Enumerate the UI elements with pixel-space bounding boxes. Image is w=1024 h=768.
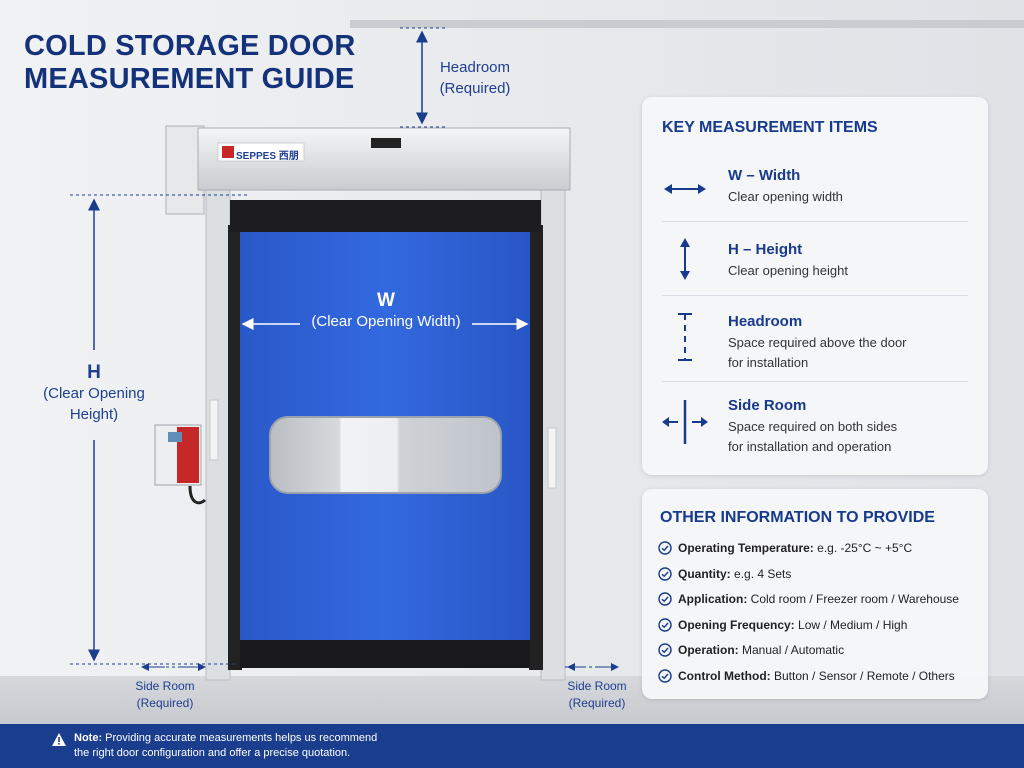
footer-note: Note: Providing accurate measurements he… <box>74 731 674 761</box>
check-circle-icon <box>658 541 672 555</box>
divider-2 <box>662 295 968 296</box>
item-height-title: H – Height <box>728 241 803 258</box>
info-row-label: Operation: <box>678 643 739 657</box>
title-line-2: MEASUREMENT GUIDE <box>24 63 355 95</box>
item-side-room-desc: Space required on both sides for install… <box>728 417 978 457</box>
brand-label: SEPPES 西朋 <box>236 151 299 162</box>
side-room-icon <box>662 400 708 444</box>
footer-note-bar: Note: Providing accurate measurements he… <box>0 724 1024 768</box>
width-letter: W <box>377 290 395 311</box>
footer-note-line-1: Note: Providing accurate measurements he… <box>74 731 674 746</box>
headroom-line-2: (Required) <box>439 80 511 97</box>
item-width-desc: Clear opening width <box>728 189 843 204</box>
item-side-room-desc-2: for installation and operation <box>728 439 892 454</box>
info-row-label: Quantity: <box>678 566 731 581</box>
side-room-right-line-2: (Required) <box>568 696 626 710</box>
info-row-label: Operating Temperature: <box>678 541 814 555</box>
height-line-2: Height) <box>69 406 119 423</box>
check-circle-icon <box>658 668 672 683</box>
item-side-room-title: Side Room <box>728 397 807 414</box>
divider-1 <box>662 221 968 222</box>
headroom-label: Headroom (Required) <box>432 57 518 99</box>
info-row-label: Opening Frequency: <box>678 617 795 632</box>
item-height: H – Height Clear opening height <box>642 237 988 297</box>
info-row-value: Cold room / Freezer room / Warehouse <box>750 592 959 606</box>
info-row-label: Control Method: <box>678 668 771 683</box>
check-circle-icon <box>658 643 672 657</box>
check-circle-icon <box>658 566 672 581</box>
item-headroom-title: Headroom <box>728 313 803 330</box>
divider-3 <box>662 381 968 382</box>
height-letter: H <box>87 362 101 383</box>
item-side-room: Side Room Space required on both sides f… <box>642 395 988 465</box>
info-row-value: Low / Medium / High <box>798 617 908 632</box>
height-label: H (Clear Opening Height) <box>30 362 158 425</box>
side-room-left-label: Side Room (Required) <box>120 678 210 712</box>
other-info-card: OTHER INFORMATION TO PROVIDE Operating T… <box>642 489 988 699</box>
item-width-title: W – Width <box>728 167 801 184</box>
item-headroom: Headroom Space required above the door f… <box>642 311 988 381</box>
page-title: COLD STORAGE DOOR MEASUREMENT GUIDE <box>24 30 356 96</box>
item-height-desc: Clear opening height <box>728 263 848 278</box>
info-row: Operation: Manual / Automatic <box>658 643 844 657</box>
other-info-title: OTHER INFORMATION TO PROVIDE <box>660 509 935 526</box>
note-label: Note: <box>74 732 103 744</box>
headroom-icon <box>678 313 692 361</box>
info-row: Opening Frequency: Low / Medium / High <box>658 618 907 632</box>
info-row-label: Application: <box>678 592 748 606</box>
side-room-left-line-2: (Required) <box>136 696 194 710</box>
item-headroom-desc-2: for installation <box>728 355 809 370</box>
info-row-value: Manual / Automatic <box>742 643 845 657</box>
item-headroom-desc: Space required above the door for instal… <box>728 333 978 373</box>
check-circle-icon <box>658 617 672 632</box>
check-circle-icon <box>658 592 672 606</box>
key-measurement-title: KEY MEASUREMENT ITEMS <box>662 119 878 136</box>
info-row: Application: Cold room / Freezer room / … <box>658 592 959 606</box>
info-row: Quantity: e.g. 4 Sets <box>658 567 791 581</box>
item-width: W – Width Clear opening width <box>642 163 988 223</box>
height-arrow-icon <box>680 238 690 280</box>
height-line-1: (Clear Opening <box>43 385 145 402</box>
headroom-line-1: Headroom <box>439 59 511 76</box>
info-row-value: e.g. 4 Sets <box>734 566 792 581</box>
info-row-value: e.g. -25°C ~ +5°C <box>817 541 913 555</box>
title-line-1: COLD STORAGE DOOR <box>24 30 356 62</box>
item-side-room-desc-1: Space required on both sides <box>728 419 898 434</box>
info-row: Control Method: Button / Sensor / Remote… <box>658 669 955 683</box>
info-row-value: Button / Sensor / Remote / Others <box>774 668 955 683</box>
width-arrow-icon <box>664 184 706 194</box>
width-text: (Clear Opening Width) <box>311 313 461 330</box>
note-line-1: Providing accurate measurements helps us… <box>105 732 378 744</box>
info-row: Operating Temperature: e.g. -25°C ~ +5°C <box>658 541 912 555</box>
note-line-2: the right door configuration and offer a… <box>74 747 351 759</box>
key-measurement-card: KEY MEASUREMENT ITEMS W – Width Clear op… <box>642 97 988 475</box>
side-room-right-line-1: Side Room <box>567 679 627 693</box>
side-room-right-label: Side Room (Required) <box>552 678 642 712</box>
width-label: W (Clear Opening Width) <box>300 290 472 332</box>
warning-icon <box>52 733 66 746</box>
side-room-left-line-1: Side Room <box>135 679 195 693</box>
item-headroom-desc-1: Space required above the door <box>728 335 907 350</box>
